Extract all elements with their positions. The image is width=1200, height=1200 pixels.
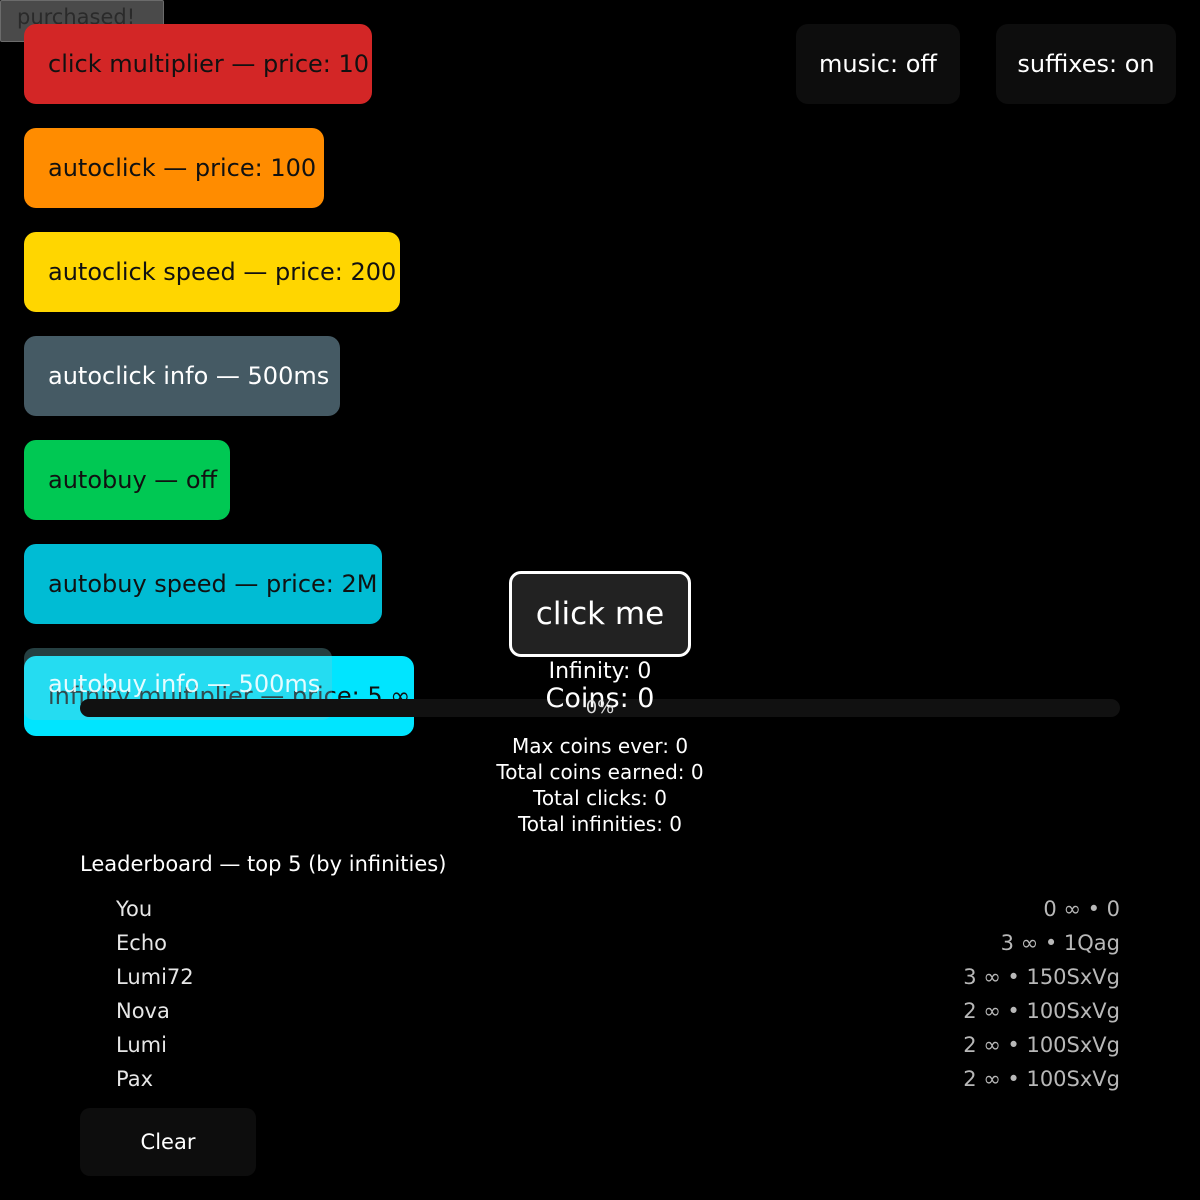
leaderboard-score: 2 ∞ • 100SxVg [963,999,1120,1023]
infinity-progress-bar [80,699,1120,717]
autoclick-button[interactable]: autoclick — price: 100 [24,128,324,208]
total-infinities-stat: Total infinities: 0 [517,812,683,836]
leaderboard-score: 0 ∞ • 0 [1043,897,1120,921]
leaderboard-score: 3 ∞ • 150SxVg [963,965,1120,989]
click-multiplier-button[interactable]: click multiplier — price: 10 [24,24,372,104]
leaderboard-score: 2 ∞ • 100SxVg [963,1033,1120,1057]
leaderboard-title: Leaderboard — top 5 (by infinities) [80,852,447,876]
leaderboard-name: Lumi72 [116,965,194,989]
leaderboard-row: You 0 ∞ • 0 [116,894,1120,928]
leaderboard-row: Pax 2 ∞ • 100SxVg [116,1064,1120,1098]
leaderboard-name: You [116,897,153,921]
leaderboard-score: 2 ∞ • 100SxVg [963,1067,1120,1091]
leaderboard-name: Echo [116,931,167,955]
leaderboard-name: Nova [116,999,170,1023]
coins-count: Coins: 0 [545,683,655,714]
leaderboard-row: Lumi72 3 ∞ • 150SxVg [116,962,1120,996]
progress-percent-text: 0% [585,697,615,718]
infinity-count: Infinity: 0 [548,659,652,684]
leaderboard-name: Lumi [116,1033,167,1057]
autobuy-toggle-button[interactable]: autobuy — off [24,440,230,520]
suffixes-toggle-button[interactable]: suffixes: on [996,24,1176,104]
leaderboard-score: 3 ∞ • 1Qag [1000,931,1120,955]
music-toggle-button[interactable]: music: off [796,24,960,104]
leaderboard-row: Echo 3 ∞ • 1Qag [116,928,1120,962]
leaderboard-row: Nova 2 ∞ • 100SxVg [116,996,1120,1030]
autoclick-info-button[interactable]: autoclick info — 500ms [24,336,340,416]
leaderboard-name: Pax [116,1067,154,1091]
click-me-button[interactable]: click me [509,571,691,657]
max-coins-stat: Max coins ever: 0 [511,734,689,758]
clear-leaderboard-button[interactable]: Clear [80,1108,256,1176]
total-earned-stat: Total coins earned: 0 [496,760,704,784]
total-clicks-stat: Total clicks: 0 [533,786,667,810]
leaderboard-list: You 0 ∞ • 0 Echo 3 ∞ • 1Qag Lumi72 3 ∞ •… [116,894,1120,1098]
leaderboard-row: Lumi 2 ∞ • 100SxVg [116,1030,1120,1064]
autobuy-speed-button[interactable]: autobuy speed — price: 2M [24,544,382,624]
autoclick-speed-button[interactable]: autoclick speed — price: 200 [24,232,400,312]
